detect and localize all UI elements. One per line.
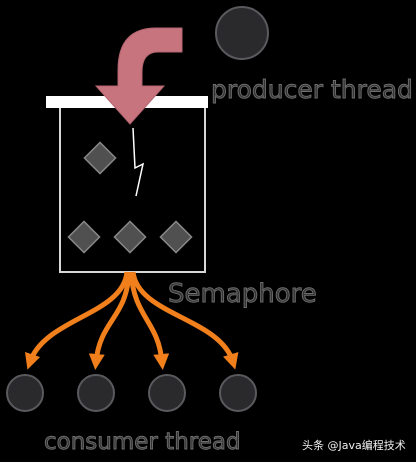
producer-arrow	[94, 27, 183, 125]
permit-token	[67, 220, 101, 254]
semaphore-label: Semaphore	[168, 279, 317, 309]
consumer-thread-node-1	[6, 374, 44, 412]
permit-token	[113, 220, 147, 254]
consumer-thread-node-3	[148, 374, 186, 412]
producer-thread-node	[215, 6, 269, 60]
consumer-thread-label: consumer thread	[44, 429, 241, 455]
permit-token	[159, 220, 193, 254]
consumer-thread-node-4	[219, 374, 257, 412]
consumer-arrow-1	[25, 271, 130, 370]
consumer-arrow-3	[128, 271, 170, 370]
bolt-icon	[132, 127, 145, 197]
watermark-text: 头条 @Java编程技术	[302, 438, 406, 452]
consumer-thread-node-2	[77, 374, 115, 412]
permit-token-blocked	[83, 141, 117, 175]
producer-thread-label: producer thread	[211, 75, 413, 104]
consumer-arrow-4	[130, 271, 239, 370]
consumer-arrow-2	[88, 271, 132, 370]
